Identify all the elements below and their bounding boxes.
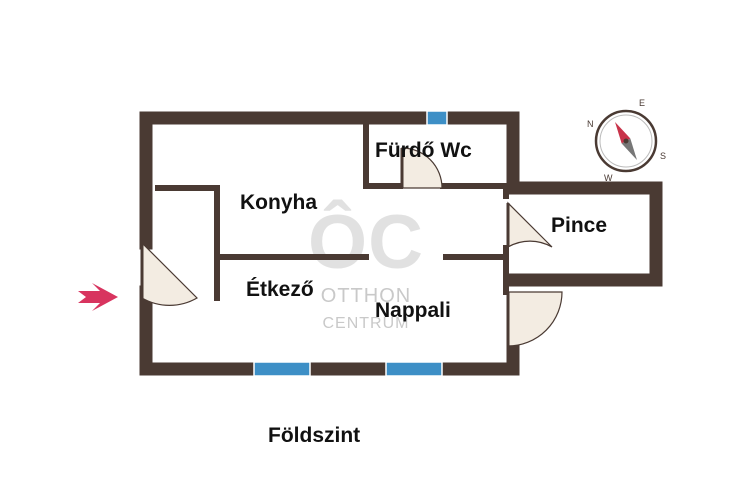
room-label-konyha: Konyha (240, 191, 317, 214)
room-label-furdo-wc: Fürdő Wc (375, 139, 472, 162)
watermark-line2: CENTRUM (323, 315, 410, 332)
door-entrance (141, 241, 198, 306)
door-living-exterior (507, 291, 563, 347)
compass-label-w: W (604, 173, 613, 183)
room-label-nappali: Nappali (375, 299, 451, 322)
room-label-etkezo: Étkező (246, 278, 314, 301)
floor-title: Földszint (268, 424, 361, 447)
door-pince (507, 201, 553, 249)
watermark: ÔC OTTHON CENTRUM (308, 200, 424, 332)
window-bathroom (426, 110, 448, 126)
window-dining (253, 361, 311, 377)
watermark-line1: OTTHON (321, 285, 411, 307)
compass-needle-south (621, 138, 637, 161)
pince-walls (506, 181, 663, 287)
entrance-arrow-icon (78, 283, 118, 311)
windows (253, 110, 448, 377)
room-label-pince: Pince (551, 214, 607, 237)
walls (139, 111, 520, 376)
window-living (385, 361, 443, 377)
room-labels: Fürdő Wc Konyha Pince Étkező Nappali (240, 139, 607, 322)
entrance-arrow (78, 283, 118, 311)
compass-icon: N E S W (587, 98, 666, 183)
compass-label-n: N (587, 119, 594, 129)
doors (140, 147, 563, 347)
interior-walls (155, 118, 513, 301)
compass-label-s: S (660, 151, 666, 161)
compass-needle-north (615, 121, 631, 144)
watermark-logo: ÔC (308, 200, 424, 285)
compass-label-e: E (639, 98, 645, 108)
door-bathroom (401, 147, 443, 189)
